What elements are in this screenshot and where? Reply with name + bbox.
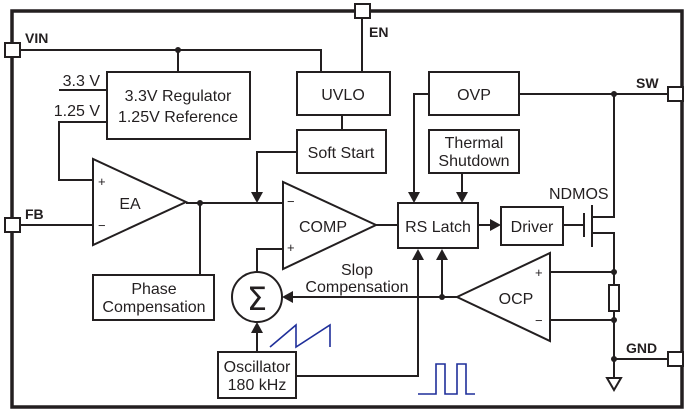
softstart-to-comp-wire — [256, 151, 297, 192]
phase-comp-label-1: Phase — [131, 281, 176, 298]
v33-label: 3.3 V — [63, 73, 101, 90]
regulator-block — [106, 71, 251, 140]
ndmos-label: NDMOS — [549, 186, 609, 203]
ea-label: EA — [119, 196, 141, 213]
ocp-plus: + — [535, 265, 543, 280]
gnd-pad — [667, 351, 684, 367]
vref-to-ea-wire — [58, 121, 107, 181]
chip-boundary — [10, 9, 684, 409]
ocp-minus: − — [535, 313, 543, 328]
sw-pad — [667, 86, 684, 102]
source-wire — [592, 232, 615, 272]
sawtooth-waveform-icon — [269, 323, 331, 349]
ground-icon — [605, 377, 623, 392]
fb-label: FB — [25, 206, 44, 222]
phase-compensation-block — [92, 274, 215, 321]
en-label: EN — [369, 24, 388, 40]
arrow-icon — [456, 192, 468, 203]
arrow-icon — [282, 291, 293, 303]
regulator-label-1: 3.3V Regulator — [125, 88, 232, 105]
oscillator-label-2: 180 kHz — [228, 377, 287, 394]
arrow-icon — [251, 322, 263, 333]
pin-sw: SW — [636, 75, 684, 102]
ovp-label: OVP — [457, 87, 491, 104]
ea-amplifier — [92, 157, 189, 247]
thermal-shutdown-block — [428, 129, 520, 174]
arrow-icon — [412, 249, 424, 260]
v125-label: 1.25 V — [54, 103, 101, 120]
soft-start-label: Soft Start — [308, 145, 375, 162]
sigma-icon: Σ — [247, 280, 267, 318]
slope-label-2: Compensation — [305, 279, 408, 296]
slope-label-1: Slop — [341, 262, 373, 279]
fb-pad — [4, 217, 21, 233]
oscillator-block — [217, 351, 297, 399]
junction — [175, 47, 181, 53]
ea-plus: + — [98, 174, 106, 189]
osc-to-latch-wire — [296, 260, 419, 377]
gnd-label: GND — [626, 340, 657, 356]
ea-minus: − — [98, 218, 106, 233]
arrow-icon — [436, 249, 448, 260]
vin-label: VIN — [25, 30, 48, 46]
sum-to-comp-wire — [256, 248, 283, 272]
arrow-icon — [490, 219, 501, 231]
ocp-label: OCP — [499, 291, 534, 308]
pulse-waveform-icon — [418, 363, 475, 395]
sense-resistor — [608, 284, 620, 312]
driver-label: Driver — [511, 219, 554, 236]
oscillator-label-1: Oscillator — [224, 359, 291, 376]
arrow-icon — [251, 192, 263, 203]
ocp-comparator — [454, 251, 551, 343]
ndmos-transistor — [583, 94, 615, 272]
thermal-label-1: Thermal — [445, 135, 504, 152]
vin-bus — [20, 49, 322, 72]
rs-latch-label: RS Latch — [405, 219, 471, 236]
rs-latch-block — [397, 202, 479, 249]
sw-label: SW — [636, 75, 659, 91]
uvlo-label: UVLO — [321, 87, 365, 104]
vin-pad — [4, 42, 21, 58]
uvlo-block — [296, 71, 391, 116]
pin-vin: VIN — [4, 30, 48, 58]
comp-plus: + — [287, 240, 295, 255]
thermal-label-2: Shutdown — [438, 153, 509, 170]
drain-wire — [592, 94, 615, 218]
en-pad — [354, 3, 371, 19]
ovp-to-latch-wire — [413, 93, 429, 192]
phase-comp-label-2: Compensation — [102, 299, 205, 316]
pin-gnd: GND — [626, 340, 684, 367]
comp-label: COMP — [299, 219, 347, 236]
regulator-label-2: 1.25V Reference — [118, 109, 238, 126]
comp-minus: − — [287, 194, 295, 209]
comp-comparator — [282, 180, 379, 271]
arrow-icon — [408, 192, 420, 203]
